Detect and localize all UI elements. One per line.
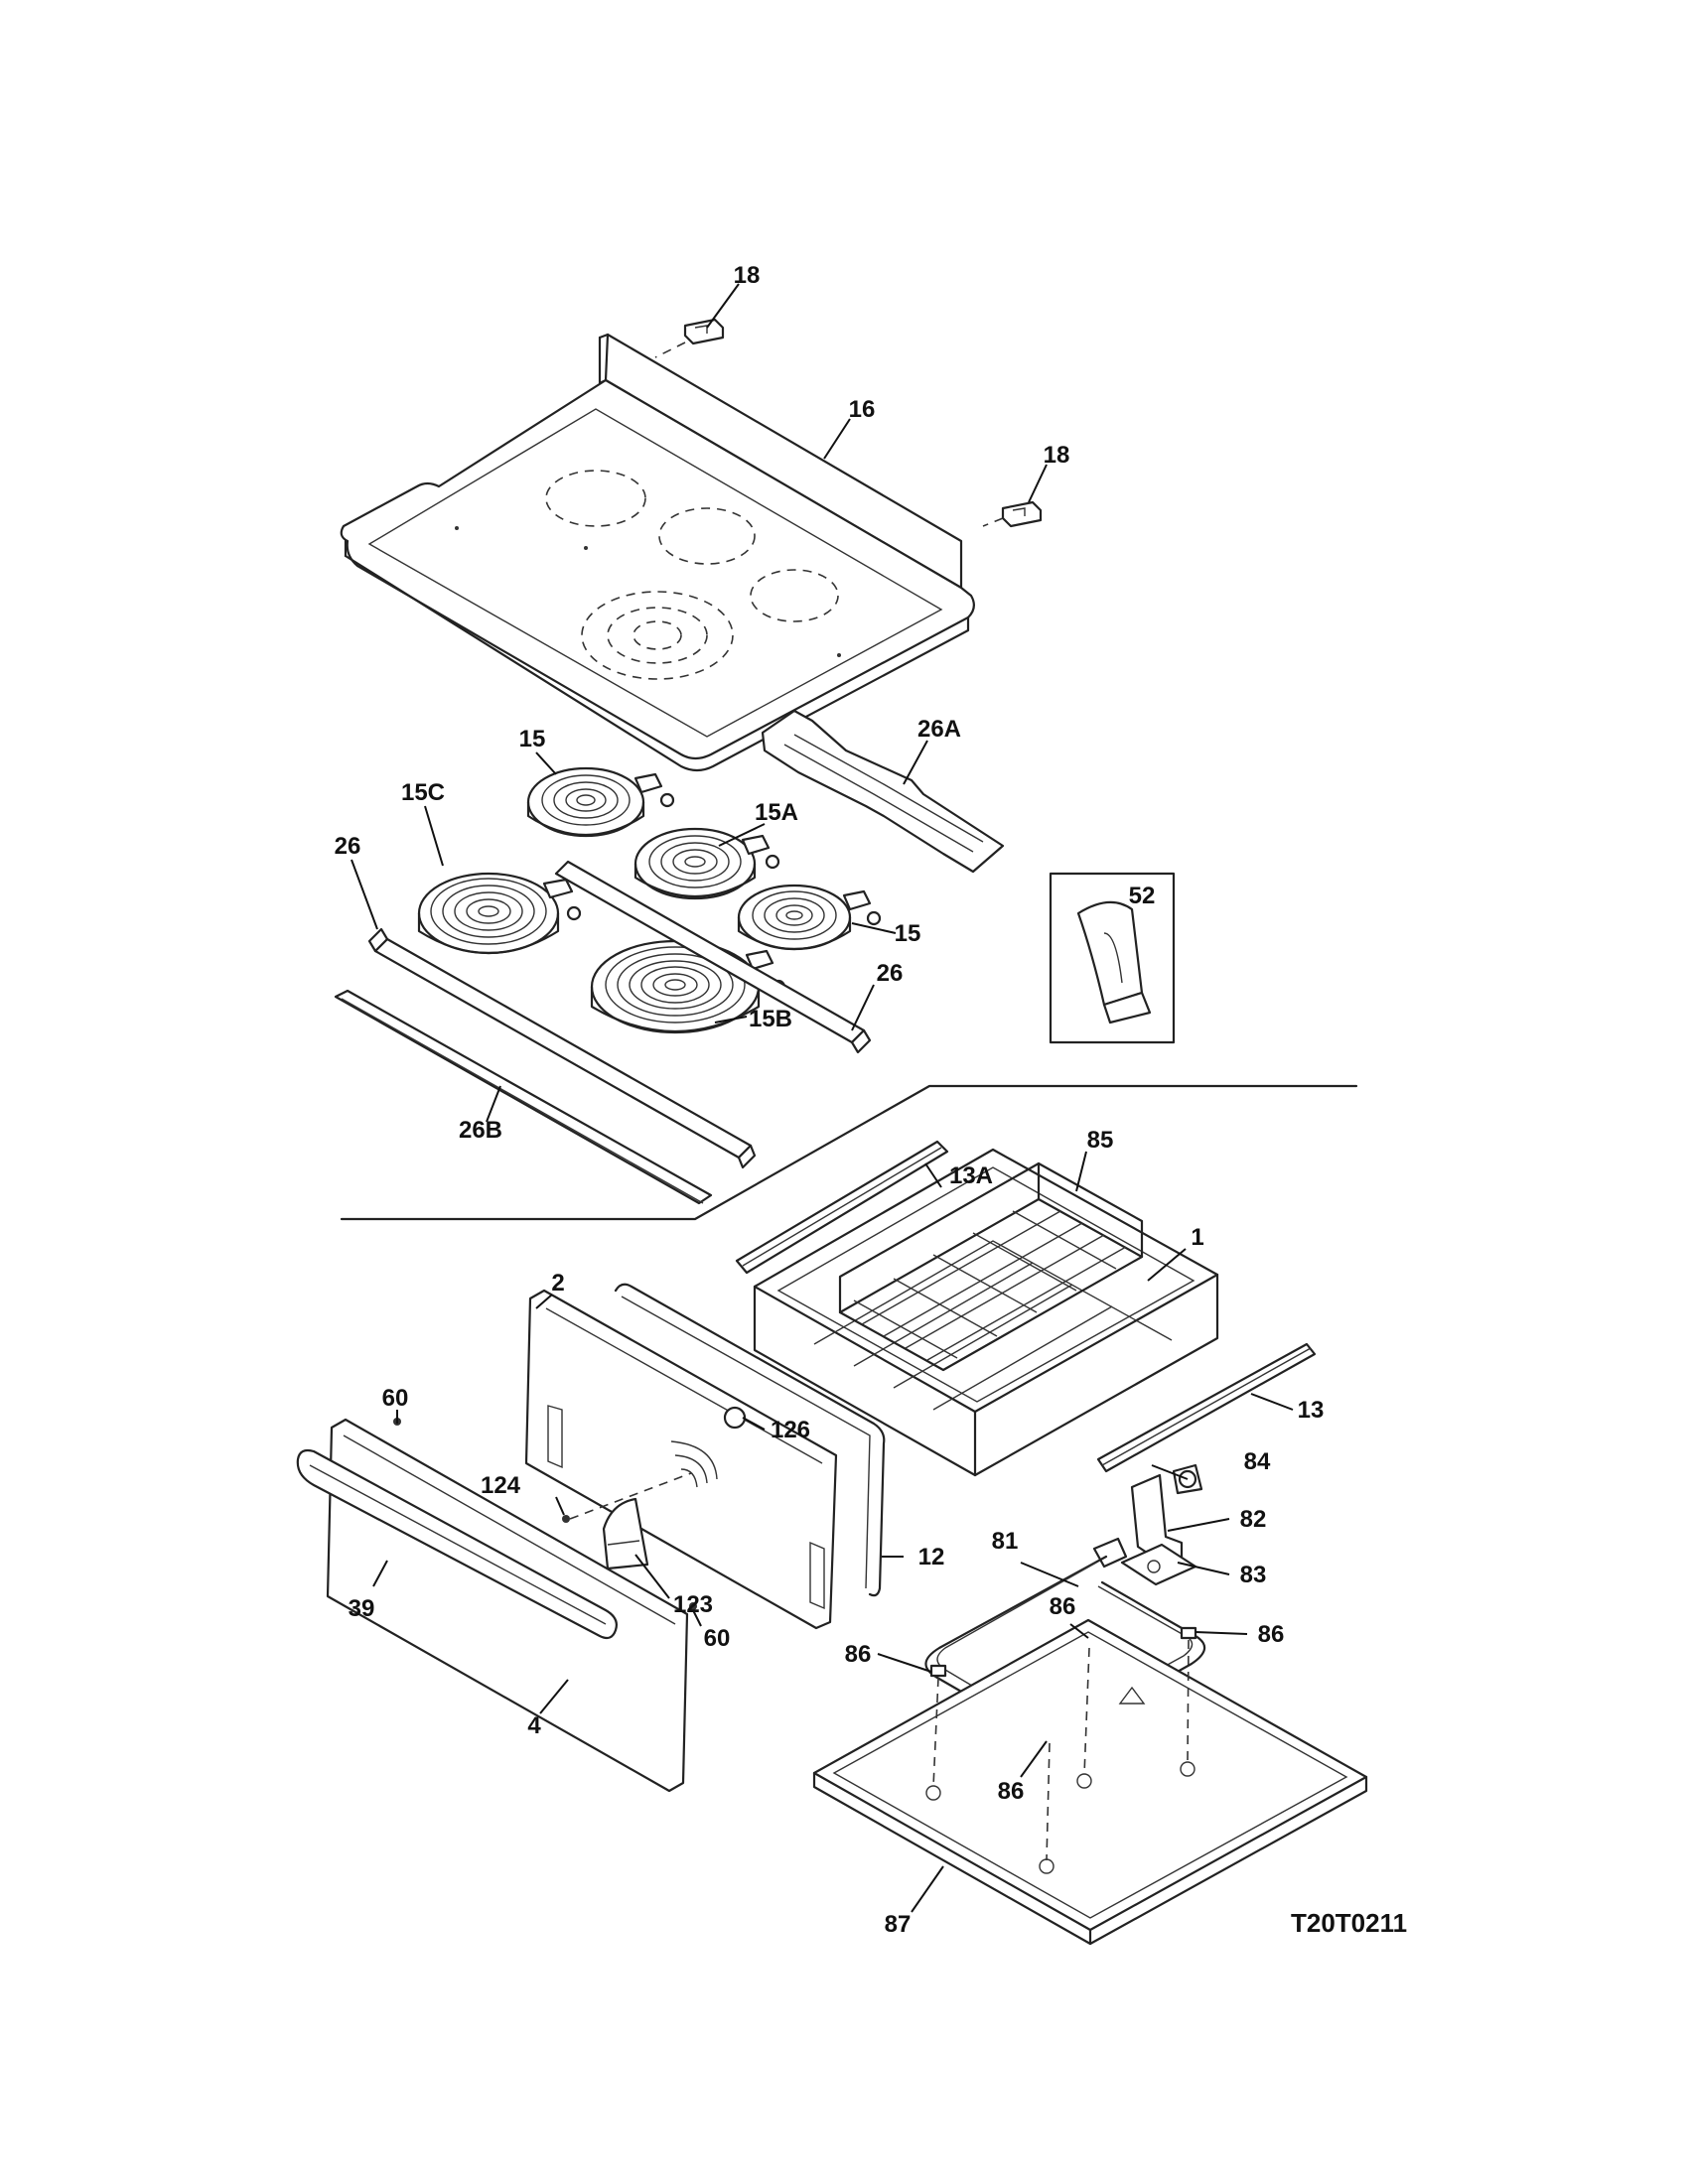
burner-rear-right bbox=[633, 827, 780, 900]
section-divider bbox=[340, 1084, 1358, 1221]
callout-16: 16 bbox=[849, 396, 876, 423]
callout-86-right: 86 bbox=[1258, 1621, 1285, 1648]
inner-door-panel bbox=[524, 1289, 838, 1630]
callout-60-lower: 60 bbox=[704, 1625, 731, 1652]
callout-86-center: 86 bbox=[1050, 1593, 1076, 1620]
callout-15A: 15A bbox=[755, 799, 798, 826]
element-clip-right bbox=[1180, 1626, 1197, 1640]
burner-rail-rear bbox=[554, 860, 872, 1054]
callout-26A: 26A bbox=[917, 716, 961, 743]
drawer-bottom bbox=[812, 1618, 1368, 1946]
screw-lower bbox=[689, 1602, 697, 1610]
callout-87: 87 bbox=[885, 1911, 912, 1938]
diagram-code: T20T0211 bbox=[1291, 1908, 1407, 1938]
drawer-rack bbox=[838, 1161, 1144, 1372]
callout-26B: 26B bbox=[459, 1117, 502, 1144]
callout-15-front: 15 bbox=[895, 920, 921, 947]
element-clip-left bbox=[929, 1664, 947, 1678]
clip-upper bbox=[654, 318, 725, 358]
callout-84: 84 bbox=[1244, 1448, 1271, 1475]
screw-vent bbox=[562, 1472, 692, 1523]
callout-18-top: 18 bbox=[734, 262, 761, 289]
callout-15-rear: 15 bbox=[519, 726, 546, 752]
element-bracket bbox=[1130, 1473, 1184, 1569]
callout-26-right: 26 bbox=[877, 960, 904, 987]
callout-2: 2 bbox=[551, 1270, 564, 1297]
door-gasket bbox=[614, 1283, 886, 1597]
slide-rail-left bbox=[735, 1140, 949, 1275]
vent-cover bbox=[602, 1497, 649, 1570]
callout-15C: 15C bbox=[401, 779, 445, 806]
callout-81: 81 bbox=[992, 1528, 1019, 1555]
callout-123: 123 bbox=[673, 1591, 713, 1618]
burner-rear-left bbox=[526, 766, 675, 838]
leader-lines bbox=[351, 283, 1294, 1913]
callout-83: 83 bbox=[1240, 1562, 1267, 1588]
burner-left-large bbox=[417, 872, 582, 955]
callout-124: 124 bbox=[481, 1472, 521, 1499]
callout-39: 39 bbox=[349, 1595, 375, 1622]
drawer-handle bbox=[296, 1448, 618, 1640]
clip-right bbox=[982, 500, 1043, 528]
slide-rail-right bbox=[1096, 1342, 1317, 1473]
callout-4: 4 bbox=[527, 1712, 541, 1739]
callout-26-left: 26 bbox=[335, 833, 361, 860]
cooktop-top bbox=[340, 333, 975, 772]
callout-18-right: 18 bbox=[1044, 442, 1070, 469]
callout-12: 12 bbox=[918, 1544, 945, 1570]
callout-85: 85 bbox=[1087, 1127, 1114, 1154]
callout-82: 82 bbox=[1240, 1506, 1267, 1533]
burner-rail-front bbox=[367, 927, 757, 1169]
callout-86-left: 86 bbox=[845, 1641, 872, 1668]
callout-86-front: 86 bbox=[998, 1778, 1025, 1805]
harness-bracket bbox=[761, 709, 1005, 874]
knob-inset bbox=[1049, 872, 1176, 1044]
burner-front-right bbox=[737, 884, 882, 951]
callout-60-upper: 60 bbox=[382, 1385, 409, 1412]
callout-1: 1 bbox=[1191, 1224, 1203, 1251]
door-bulb bbox=[723, 1406, 747, 1430]
callout-126: 126 bbox=[771, 1417, 810, 1443]
thermostat bbox=[1172, 1463, 1203, 1495]
drawer-body bbox=[753, 1148, 1219, 1477]
callout-13A: 13A bbox=[949, 1162, 993, 1189]
callout-52: 52 bbox=[1129, 883, 1156, 909]
trim-strip bbox=[334, 989, 713, 1205]
callout-13: 13 bbox=[1298, 1397, 1325, 1424]
callout-15B: 15B bbox=[749, 1006, 792, 1032]
